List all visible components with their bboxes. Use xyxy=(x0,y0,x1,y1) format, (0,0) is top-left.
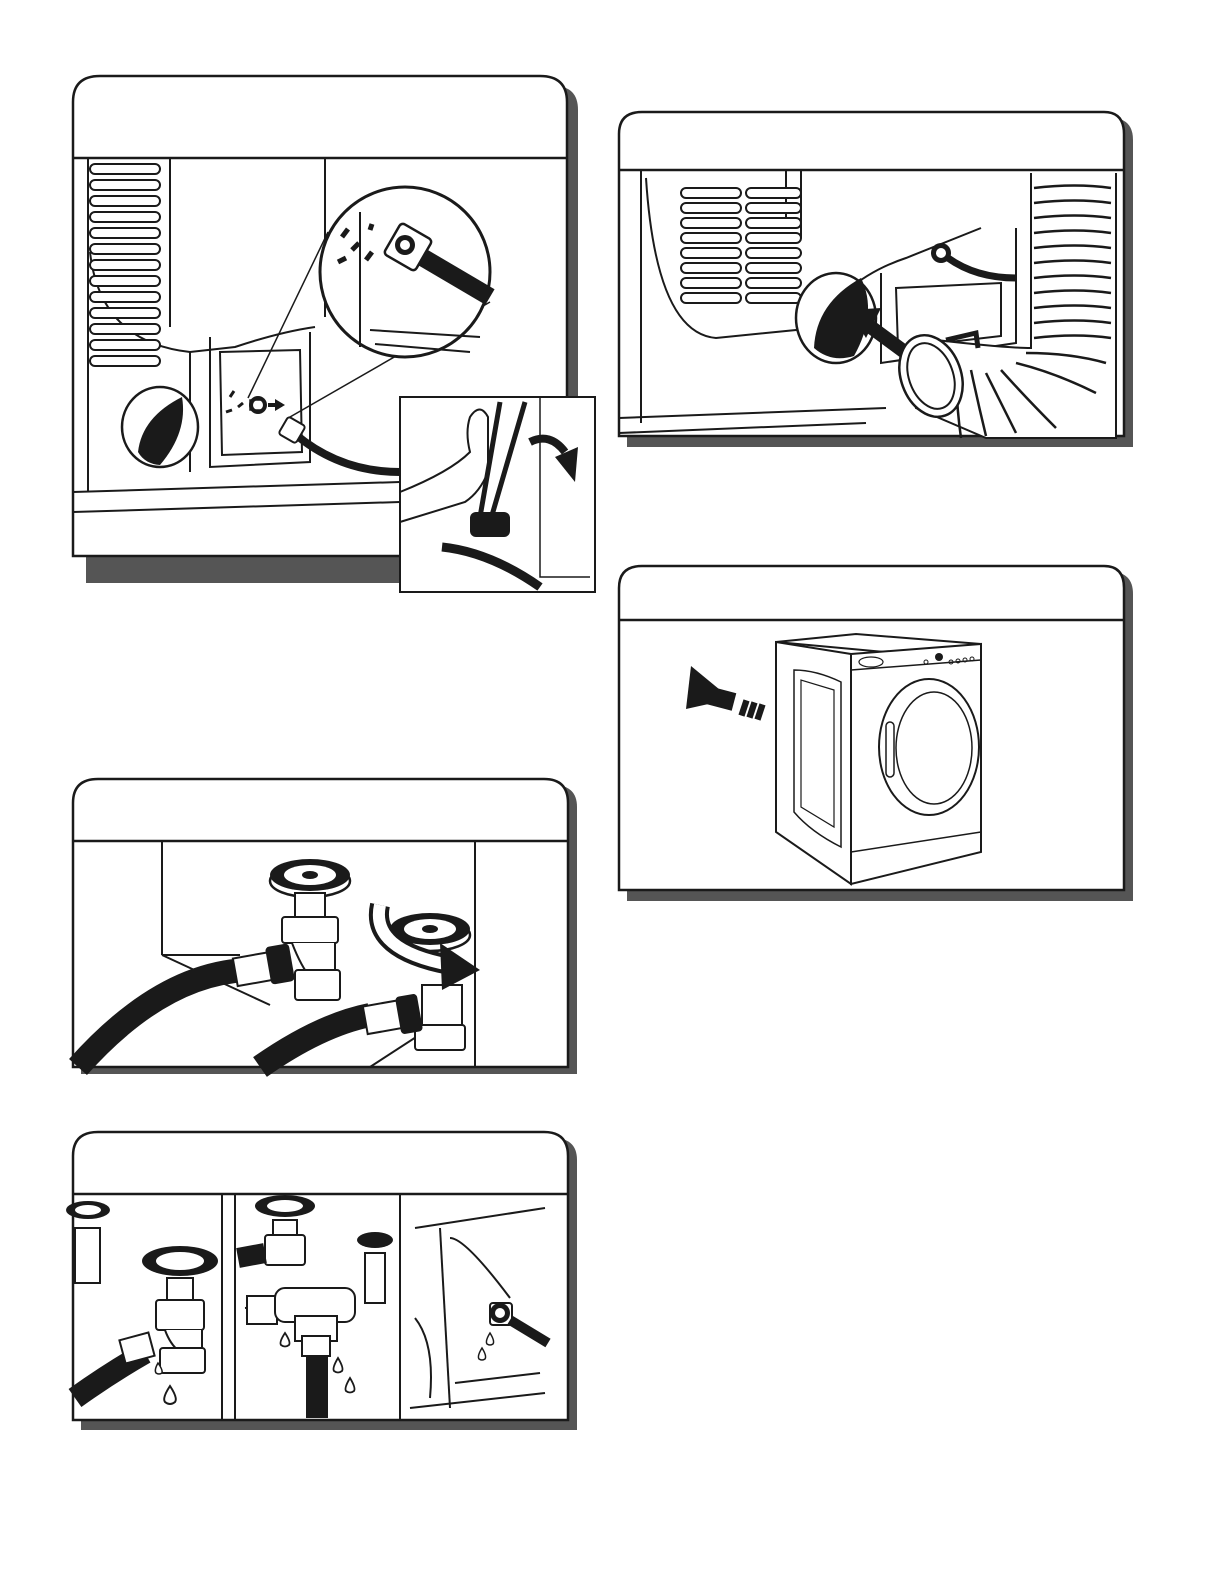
panel-move-dryer xyxy=(616,562,1136,907)
dryer-icon xyxy=(776,634,981,884)
panel-check-leaks xyxy=(70,1128,600,1438)
zoom-circle xyxy=(320,187,490,357)
panel-connect-inlet-hose xyxy=(70,72,600,597)
panel-turn-on-water xyxy=(70,775,600,1080)
panel-attach-vent xyxy=(616,108,1136,453)
pliers-inset xyxy=(400,397,595,592)
